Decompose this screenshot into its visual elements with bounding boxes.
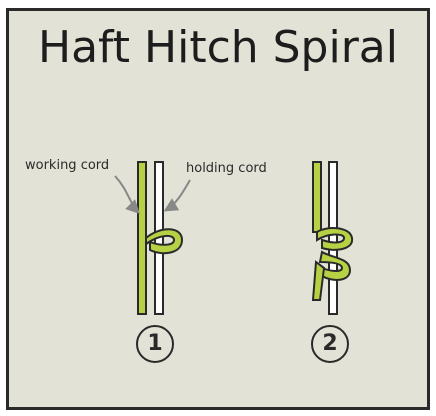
- working-cord-label: working cord: [25, 158, 110, 173]
- holding-cord-label: holding cord: [186, 161, 267, 176]
- step-1-hitch-loop: [145, 228, 184, 255]
- step-1-number: 1: [136, 325, 174, 363]
- holding-cord-arrow: [163, 179, 191, 212]
- diagram-frame: [6, 8, 430, 410]
- step-1-figure: [114, 161, 191, 315]
- diagram-title: Haft Hitch Spiral: [38, 22, 398, 73]
- step-2-holding-cord: [328, 161, 338, 315]
- working-cord-arrow: [114, 175, 140, 214]
- step-2-working-tail: [311, 260, 326, 301]
- step-2-upper-hitch: [316, 227, 354, 251]
- step-2-figure: [311, 161, 354, 315]
- step-2-working-cord: [312, 161, 322, 233]
- step-2-number: 2: [311, 325, 349, 363]
- step-1-working-cord: [137, 161, 147, 315]
